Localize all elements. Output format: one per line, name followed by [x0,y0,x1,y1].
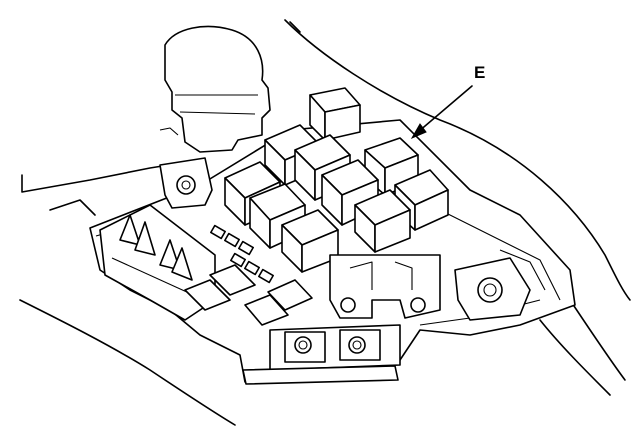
center-connector [329,254,441,319]
engine-bay-outline [19,19,631,426]
callout-e: E [410,63,485,140]
relay-group [224,87,449,273]
reservoir-cap [159,25,271,153]
terminal-posts-bottom [242,324,401,385]
relay [321,159,379,226]
callout-arrowhead [410,123,427,140]
relay [354,189,411,253]
terminal-post-top-left [159,157,213,209]
relay [309,87,361,141]
terminal-post-right [454,249,546,321]
fuse-slots [184,224,313,326]
relay [394,169,449,231]
relay [281,209,339,273]
callout-leader-line [417,85,473,133]
callout-label-e: E [474,63,485,82]
